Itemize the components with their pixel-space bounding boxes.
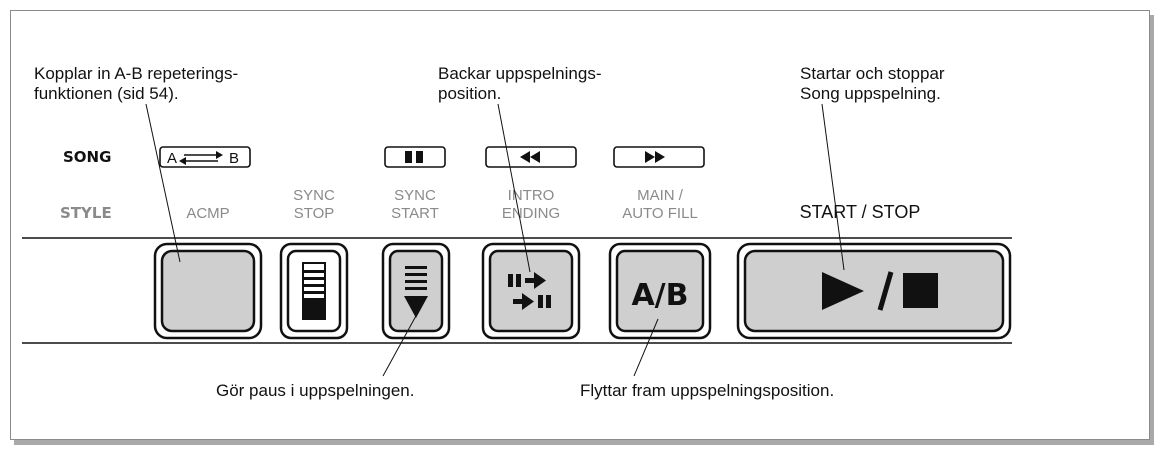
song-row-label: SONG: [63, 148, 111, 166]
intro-ending-label-line1: INTRO: [508, 187, 555, 204]
play-stop-icon: [822, 271, 938, 311]
sync-stop-button[interactable]: [279, 242, 349, 340]
ab-button-face-label: A/B: [631, 278, 688, 313]
sync-stop-label-line1: SYNC: [293, 187, 335, 204]
main-autofill-label-line1: MAIN /: [637, 187, 684, 204]
style-row-label: STYLE: [60, 204, 112, 222]
annotation-rewind-line2: position.: [438, 84, 501, 103]
main-autofill-button[interactable]: A/B: [608, 242, 712, 340]
diagram-frame: [10, 10, 1150, 440]
annotation-rewind-line1: Backar uppspelnings-: [438, 64, 601, 83]
pause-icon: [384, 146, 446, 168]
a-b-repeat-icon: A B: [159, 146, 251, 168]
annotation-ab-repeat-line2: funktionen (sid 54).: [34, 84, 179, 103]
annotation-start-stop-line1: Startar och stoppar: [800, 64, 945, 83]
annotation-fast-forward: Flyttar fram uppspelningsposition.: [580, 381, 834, 400]
annotation-ab-repeat-line1: Kopplar in A-B repeterings-: [34, 64, 238, 83]
leader-start-stop: [821, 103, 845, 271]
sync-start-label-line1: SYNC: [394, 187, 436, 204]
intro-ending-button[interactable]: [481, 242, 581, 340]
start-stop-label: START / STOP: [800, 202, 921, 222]
svg-text:A: A: [167, 150, 177, 167]
pause-arrow-icon: [508, 272, 551, 310]
sync-start-button[interactable]: [381, 242, 451, 340]
leader-pause: [382, 313, 418, 377]
start-stop-button[interactable]: [736, 242, 1012, 340]
sync-start-label-line2: START: [391, 205, 439, 222]
acmp-label: ACMP: [186, 205, 229, 222]
fast-forward-icon: [613, 146, 705, 168]
leader-ab-repeat: [145, 103, 181, 263]
sync-stop-label-line2: STOP: [294, 205, 335, 222]
annotation-start-stop-line2: Song uppspelning.: [800, 84, 941, 103]
leader-fast-forward: [633, 318, 659, 377]
rewind-icon: [485, 146, 577, 168]
bars-icon: [302, 262, 326, 320]
intro-ending-label-line2: ENDING: [502, 205, 560, 222]
leader-rewind: [497, 103, 531, 273]
main-autofill-label-line2: AUTO FILL: [622, 205, 698, 222]
bars-down-arrow-icon: [404, 266, 428, 318]
annotation-pause: Gör paus i uppspelningen.: [216, 381, 414, 400]
acmp-button[interactable]: [153, 242, 263, 340]
svg-text:B: B: [229, 150, 239, 167]
